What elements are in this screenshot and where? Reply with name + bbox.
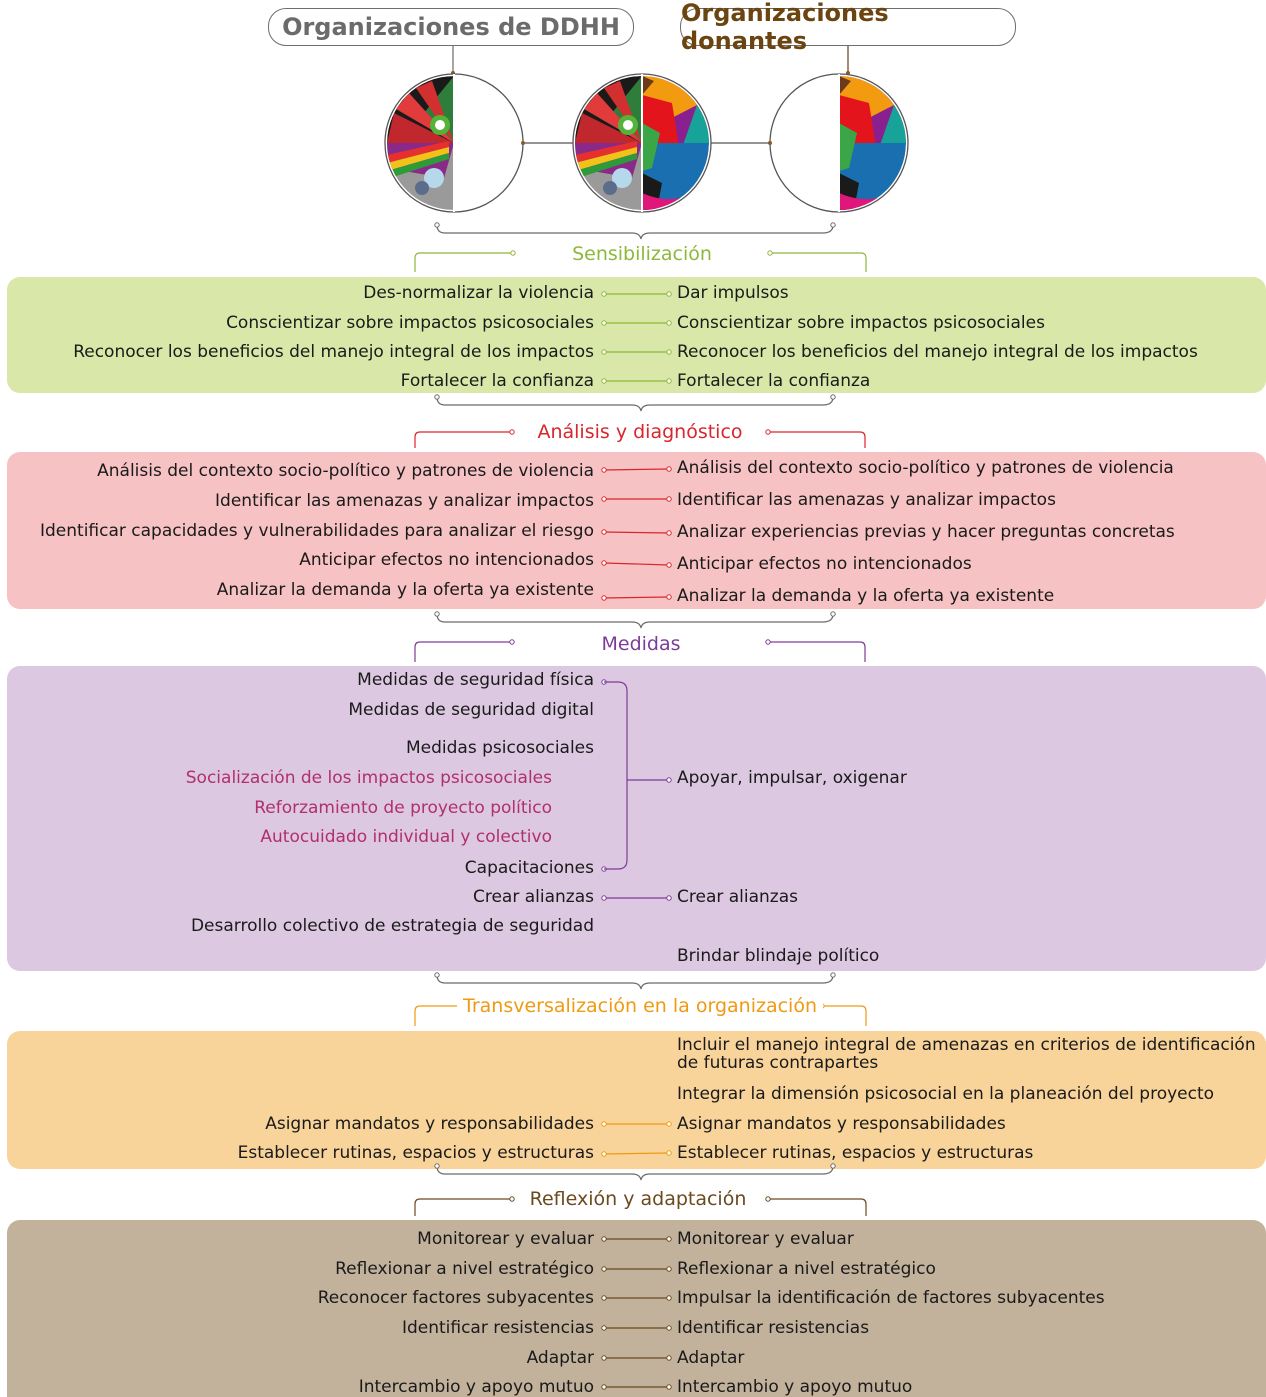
- analisis-left-item: Analizar la demanda y la oferta ya exist…: [216, 580, 594, 600]
- bottom-brace: [436, 396, 834, 412]
- bracket-dot: [765, 429, 771, 435]
- donors-circle-emblem: [769, 73, 909, 213]
- reflex-right-item: Monitorear y evaluar: [677, 1229, 854, 1249]
- section-title-reflexion: Reflexión y adaptación: [523, 1187, 753, 1211]
- medidas-left-item: Crear alianzas: [472, 887, 594, 907]
- section-title-sensibilizacion: Sensibilización: [566, 242, 718, 266]
- title-bracket-left: [414, 1198, 512, 1216]
- reflex-right-item: Adaptar: [677, 1348, 745, 1368]
- transv-right-item: Establecer rutinas, espacios y estructur…: [677, 1143, 1034, 1163]
- sens-left-item: Des-normalizar la violencia: [363, 283, 594, 303]
- sens-right-item: Dar impulsos: [677, 283, 789, 303]
- bracket-dot: [767, 250, 773, 256]
- transv-right-item: Asignar mandatos y responsabilidades: [677, 1114, 1006, 1134]
- analisis-left-item: Análisis del contexto socio-político y p…: [97, 461, 594, 481]
- transv-right-item: Integrar la dimensión psicosocial en la …: [677, 1084, 1215, 1104]
- sens-left-item: Conscientizar sobre impactos psicosocial…: [226, 313, 594, 333]
- analisis-right-item: Identificar las amenazas y analizar impa…: [677, 490, 1056, 510]
- reflex-right-item: Identificar resistencias: [677, 1318, 870, 1338]
- medidas-right-item: Brindar blindaje político: [677, 946, 880, 966]
- medidas-left-item-highlight: Autocuidado individual y colectivo: [260, 827, 552, 847]
- reflex-right-item: Reflexionar a nivel estratégico: [677, 1259, 936, 1279]
- brace-dot: [434, 611, 440, 617]
- panel-sensibilizacion: [7, 277, 1266, 393]
- title-bracket-right: [768, 641, 866, 662]
- reflex-left-item: Identificar resistencias: [401, 1318, 594, 1338]
- sens-right-item: Reconocer los beneficios del manejo inte…: [677, 342, 1198, 362]
- medidas-left-item: Medidas psicosociales: [405, 738, 594, 758]
- reflex-right-item: Impulsar la identificación de factores s…: [677, 1288, 1105, 1308]
- bottom-brace: [436, 224, 834, 240]
- sens-right-item: Fortalecer la confianza: [677, 371, 871, 391]
- reflex-left-item: Monitorear y evaluar: [417, 1229, 594, 1249]
- panel-reflexion: [7, 1220, 1266, 1397]
- brace-dot: [434, 972, 440, 978]
- ddhh-circle-emblem: [384, 73, 524, 213]
- title-bracket-right: [768, 1198, 867, 1216]
- transv-left-item: Asignar mandatos y responsabilidades: [265, 1114, 594, 1134]
- medidas-left-item: Capacitaciones: [464, 858, 594, 878]
- sens-left-item: Reconocer los beneficios del manejo inte…: [73, 342, 594, 362]
- section-title-analisis: Análisis y diagnóstico: [531, 420, 749, 444]
- bottom-brace: [436, 613, 834, 629]
- combined-circle-emblem: [572, 73, 712, 213]
- brace-dot: [434, 394, 440, 400]
- medidas-right-item: Apoyar, impulsar, oxigenar: [677, 768, 907, 788]
- brace-dot: [830, 611, 836, 617]
- reflex-left-item: Reflexionar a nivel estratégico: [335, 1259, 594, 1279]
- panel-medidas: [7, 666, 1266, 971]
- reflex-left-item: Adaptar: [526, 1348, 594, 1368]
- title-bracket-right: [822, 1005, 867, 1026]
- analisis-left-item: Identificar capacidades y vulnerabilidad…: [39, 521, 594, 541]
- bracket-dot: [510, 250, 516, 256]
- bracket-dot: [765, 639, 771, 645]
- reflex-left-item: Intercambio y apoyo mutuo: [358, 1377, 594, 1397]
- analisis-left-item: Identificar las amenazas y analizar impa…: [215, 491, 594, 511]
- medidas-left-item: Medidas de seguridad física: [357, 670, 594, 690]
- header-donantes: Organizaciones donantes: [680, 0, 1016, 55]
- panel-transversalizacion: [7, 1031, 1266, 1169]
- analisis-left-item: Anticipar efectos no intencionados: [299, 550, 594, 570]
- section-title-transversalizacion: Transversalización en la organización: [457, 994, 823, 1018]
- medidas-right-item: Crear alianzas: [677, 887, 799, 907]
- transv-right-item: Incluir el manejo integral de amenazas e…: [677, 1035, 1256, 1073]
- transv-left-item: Establecer rutinas, espacios y estructur…: [237, 1143, 594, 1163]
- sens-left-item: Fortalecer la confianza: [400, 371, 594, 391]
- section-title-medidas: Medidas: [595, 632, 687, 656]
- panel-analisis: [7, 452, 1266, 609]
- reflex-right-item: Intercambio y apoyo mutuo: [677, 1377, 913, 1397]
- reflex-left-item: Reconocer factores subyacentes: [317, 1288, 594, 1308]
- title-bracket-right: [770, 252, 867, 272]
- bottom-brace: [436, 974, 834, 990]
- title-bracket-left: [414, 641, 512, 662]
- analisis-right-item: Analizar la demanda y la oferta ya exist…: [677, 586, 1055, 606]
- brace-dot: [830, 972, 836, 978]
- bracket-dot: [509, 1196, 515, 1202]
- brace-dot: [434, 222, 440, 228]
- analisis-right-item: Análisis del contexto socio-político y p…: [677, 458, 1174, 478]
- brace-dot: [830, 222, 836, 228]
- title-bracket-right: [768, 431, 866, 448]
- medidas-left-item-highlight: Reforzamiento de proyecto político: [254, 798, 552, 818]
- bracket-dot: [509, 429, 515, 435]
- title-bracket-left: [414, 252, 513, 272]
- title-bracket-left: [414, 431, 512, 448]
- medidas-left-item-highlight: Socialización de los impactos psicosocia…: [185, 768, 552, 788]
- brace-dot: [830, 394, 836, 400]
- sens-right-item: Conscientizar sobre impactos psicosocial…: [677, 313, 1045, 333]
- bracket-dot: [509, 639, 515, 645]
- header-ddhh: Organizaciones de DDHH: [268, 8, 634, 46]
- analisis-right-item: Anticipar efectos no intencionados: [677, 554, 972, 574]
- header-ddhh-label: Organizaciones de DDHH: [282, 13, 620, 41]
- header-donantes-label: Organizaciones donantes: [681, 0, 889, 55]
- analisis-right-item: Analizar experiencias previas y hacer pr…: [677, 522, 1175, 542]
- medidas-left-item: Medidas de seguridad digital: [348, 700, 594, 720]
- bracket-dot: [765, 1196, 771, 1202]
- medidas-left-item: Desarrollo colectivo de estrategia de se…: [190, 916, 594, 936]
- title-bracket-left: [414, 1005, 460, 1026]
